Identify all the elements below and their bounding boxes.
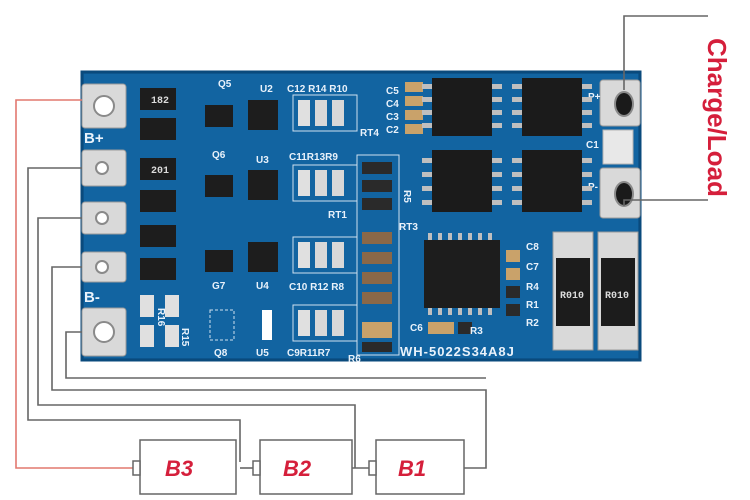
mosfet-packages [422, 78, 592, 212]
designator-q8: Q8 [214, 348, 228, 359]
designator-c1: C1 [586, 140, 599, 151]
designator-q5: Q5 [218, 79, 232, 90]
shunt-mark-right: R010 [605, 291, 629, 302]
designator-r16: R16 [155, 308, 166, 327]
designator-c4: C4 [386, 99, 399, 110]
designator-c7: C7 [526, 262, 539, 273]
designator-q7: G7 [212, 281, 226, 292]
battery-label: B1 [398, 456, 426, 481]
designator-c6: C6 [410, 323, 423, 334]
pcb-board: B+ B- P+ P- 182 201 R16 R15 [80, 70, 642, 365]
chip-mark-201: 201 [151, 166, 169, 177]
designator-r6: R6 [348, 354, 361, 365]
left-pads [81, 83, 127, 357]
chip-mark-182: 182 [151, 96, 169, 107]
left-ic-column: 182 201 [140, 88, 179, 347]
designator-c5: C5 [386, 86, 399, 97]
protection-ic [424, 233, 520, 334]
battery-b1: B1 [368, 439, 465, 495]
designator-r3: R3 [470, 326, 483, 337]
charge-load-label: Charge/Load [702, 38, 732, 197]
shunt-resistors [552, 231, 639, 351]
designator-row1: C12 R14 R10 [287, 84, 348, 95]
battery-b3: B3 [132, 439, 237, 495]
designator-u3: U3 [256, 155, 269, 166]
right-pads [599, 79, 641, 219]
designator-rt1: RT1 [328, 210, 347, 221]
transistors [205, 100, 278, 341]
board-model-code: WH-5022S34A8J [400, 344, 515, 359]
designator-rt3: RT3 [399, 222, 418, 233]
pad-label-p-minus: P- [588, 182, 598, 193]
designator-r1: R1 [526, 300, 539, 311]
designator-rt4: RT4 [360, 128, 379, 139]
battery-b2: B2 [252, 439, 353, 495]
designator-row3: C10 R12 R8 [289, 282, 344, 293]
designator-r5: R5 [401, 190, 412, 203]
designator-c2: C2 [386, 125, 399, 136]
battery-label: B3 [165, 456, 193, 481]
capacitor-stack [405, 82, 423, 134]
designator-row2: C11R13R9 [289, 152, 338, 163]
center-resistor-column [356, 154, 400, 356]
designator-q6: Q6 [212, 150, 226, 161]
designator-r4: R4 [526, 282, 539, 293]
battery-label: B2 [283, 456, 312, 481]
pad-label-b-plus: B+ [84, 130, 104, 147]
pad-label-b-minus: B- [84, 289, 100, 306]
designator-c3: C3 [386, 112, 399, 123]
shunt-mark-left: R010 [560, 291, 584, 302]
designator-c8: C8 [526, 242, 539, 253]
designator-r15: R15 [179, 328, 190, 347]
designator-u2: U2 [260, 84, 273, 95]
designator-u5: U5 [256, 348, 269, 359]
wiring [15, 15, 708, 469]
designator-r2: R2 [526, 318, 539, 329]
designator-u4: U4 [256, 281, 269, 292]
designator-row4: C9R11R7 [287, 348, 331, 359]
pad-label-p-plus: P+ [588, 92, 601, 103]
